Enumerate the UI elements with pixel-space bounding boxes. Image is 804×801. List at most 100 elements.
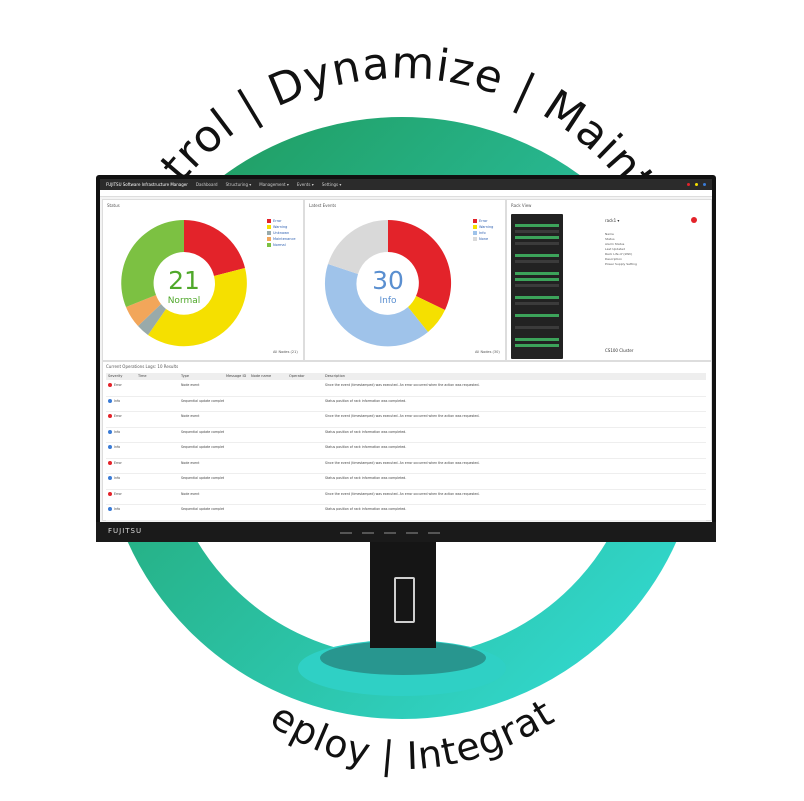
- app-title: FUJITSU Software Infrastructure Manager: [106, 182, 188, 187]
- rack-properties: Name Status Alarm Status Last Updated Ra…: [605, 232, 637, 267]
- severity-label: Error: [114, 491, 122, 496]
- cell-severity: Info: [106, 474, 136, 489]
- legend-item[interactable]: Error: [267, 218, 296, 224]
- severity-icon: [108, 429, 112, 434]
- donut-slice-error[interactable]: [388, 219, 452, 310]
- cell-description: Status position of rack information was …: [325, 398, 407, 403]
- nav-management[interactable]: Management ▾: [259, 182, 289, 187]
- donut-slice-unknown[interactable]: [138, 304, 166, 335]
- cell-operator: [287, 443, 323, 458]
- rack-alert-icon[interactable]: [691, 217, 697, 223]
- events-count: 30: [372, 266, 404, 295]
- nav-dashboard[interactable]: Dashboard: [195, 182, 218, 187]
- legend-label: Normal: [273, 243, 286, 247]
- events-footer-link[interactable]: All Nodes (30): [475, 350, 500, 354]
- warning-indicator-icon[interactable]: [695, 183, 698, 186]
- cell-node-name: [249, 474, 287, 489]
- col-type[interactable]: Type: [181, 374, 190, 378]
- osd-button[interactable]: [340, 532, 352, 534]
- error-indicator-icon[interactable]: [687, 183, 690, 186]
- legend-item[interactable]: Warning: [473, 224, 493, 230]
- osd-button[interactable]: [406, 532, 418, 534]
- col-time[interactable]: Time: [138, 374, 147, 378]
- rack-cluster-title[interactable]: CS100 Cluster: [605, 348, 634, 353]
- cell-description: Status position of rack information was …: [325, 507, 407, 511]
- screen: FUJITSU Software Infrastructure Manager …: [100, 179, 712, 522]
- donut-slice-warning[interactable]: [148, 268, 247, 347]
- cell-operator: [287, 381, 323, 396]
- donut-slice-maintenance[interactable]: [126, 295, 161, 326]
- donut-slice-error[interactable]: [184, 220, 245, 276]
- legend-item[interactable]: Normal: [267, 242, 296, 248]
- severity-icon: [108, 507, 112, 511]
- header-status: [687, 183, 706, 186]
- cell-description: Since the event (timestamped) was execut…: [325, 414, 480, 418]
- rack-visual[interactable]: [511, 214, 563, 359]
- cell-message-id: [224, 397, 249, 412]
- cell-operator: [287, 428, 323, 443]
- monitor-base: [298, 640, 506, 696]
- cell-node-name: [249, 428, 287, 443]
- severity-label: Error: [114, 460, 122, 465]
- app-header: FUJITSU Software Infrastructure Manager …: [100, 179, 712, 190]
- col-severity[interactable]: Severity: [108, 374, 123, 378]
- severity-label: Info: [114, 476, 121, 480]
- cell-time: [136, 428, 179, 443]
- prop-label: Status: [605, 237, 615, 241]
- legend-item[interactable]: Info: [473, 230, 493, 236]
- legend-label: Info: [479, 231, 486, 235]
- prop-label: Rack Life of (kWh): [605, 252, 633, 256]
- cell-message-id: [224, 459, 249, 474]
- col-node-name[interactable]: Node name: [251, 374, 272, 378]
- osd-button[interactable]: [428, 532, 440, 534]
- info-indicator-icon[interactable]: [703, 183, 706, 186]
- rack-panel: Rack View rack1 ▾ Name: [506, 199, 712, 361]
- donut-slice-info[interactable]: [324, 264, 428, 347]
- events-donut: [324, 219, 452, 347]
- severity-label: Error: [114, 414, 122, 418]
- legend-swatch: [267, 219, 271, 223]
- prop-label: Last Updated: [605, 247, 625, 251]
- brand-logo: FUJITSU: [108, 527, 143, 535]
- legend-label: Unknown: [273, 231, 290, 235]
- cell-type: Sequential update completed: [181, 445, 224, 449]
- donut-slice-none[interactable]: [328, 220, 388, 274]
- status-footer-link[interactable]: All Nodes (21): [273, 350, 298, 354]
- events-legend: Error Warning Info None: [473, 218, 493, 242]
- rack-node-title[interactable]: rack1 ▾: [605, 218, 620, 223]
- cell-type: Sequential update completed: [181, 507, 224, 511]
- legend-item[interactable]: Unknown: [267, 230, 296, 236]
- osd-button[interactable]: [362, 532, 374, 534]
- legend-item[interactable]: None: [473, 236, 493, 242]
- cell-operator: [287, 505, 323, 520]
- col-message-id[interactable]: Message ID: [226, 374, 247, 378]
- nav-settings[interactable]: Settings ▾: [321, 182, 342, 187]
- legend-item[interactable]: Warning: [267, 224, 296, 230]
- col-operator[interactable]: Operator: [289, 374, 305, 378]
- legend-item[interactable]: Error: [473, 218, 493, 224]
- events-label: Info: [379, 296, 397, 306]
- legend-swatch: [267, 243, 271, 247]
- col-description[interactable]: Description: [325, 374, 345, 378]
- donut-slice-normal[interactable]: [121, 220, 184, 307]
- cell-time: [136, 459, 179, 474]
- prop-label: Description: [605, 257, 623, 261]
- cell-message-id: [224, 428, 249, 443]
- donut-slice-warning[interactable]: [408, 296, 445, 332]
- cell-description: Status position of rack information was …: [325, 445, 407, 449]
- nav-structuring[interactable]: Structuring ▾: [225, 182, 252, 187]
- cell-node-name: [249, 381, 287, 396]
- events-panel: Latest Events 30 Info Error Warning Info…: [304, 199, 506, 361]
- nav-events[interactable]: Events ▾: [296, 182, 314, 187]
- legend-item[interactable]: Maintenance: [267, 236, 296, 242]
- osd-button[interactable]: [384, 532, 396, 534]
